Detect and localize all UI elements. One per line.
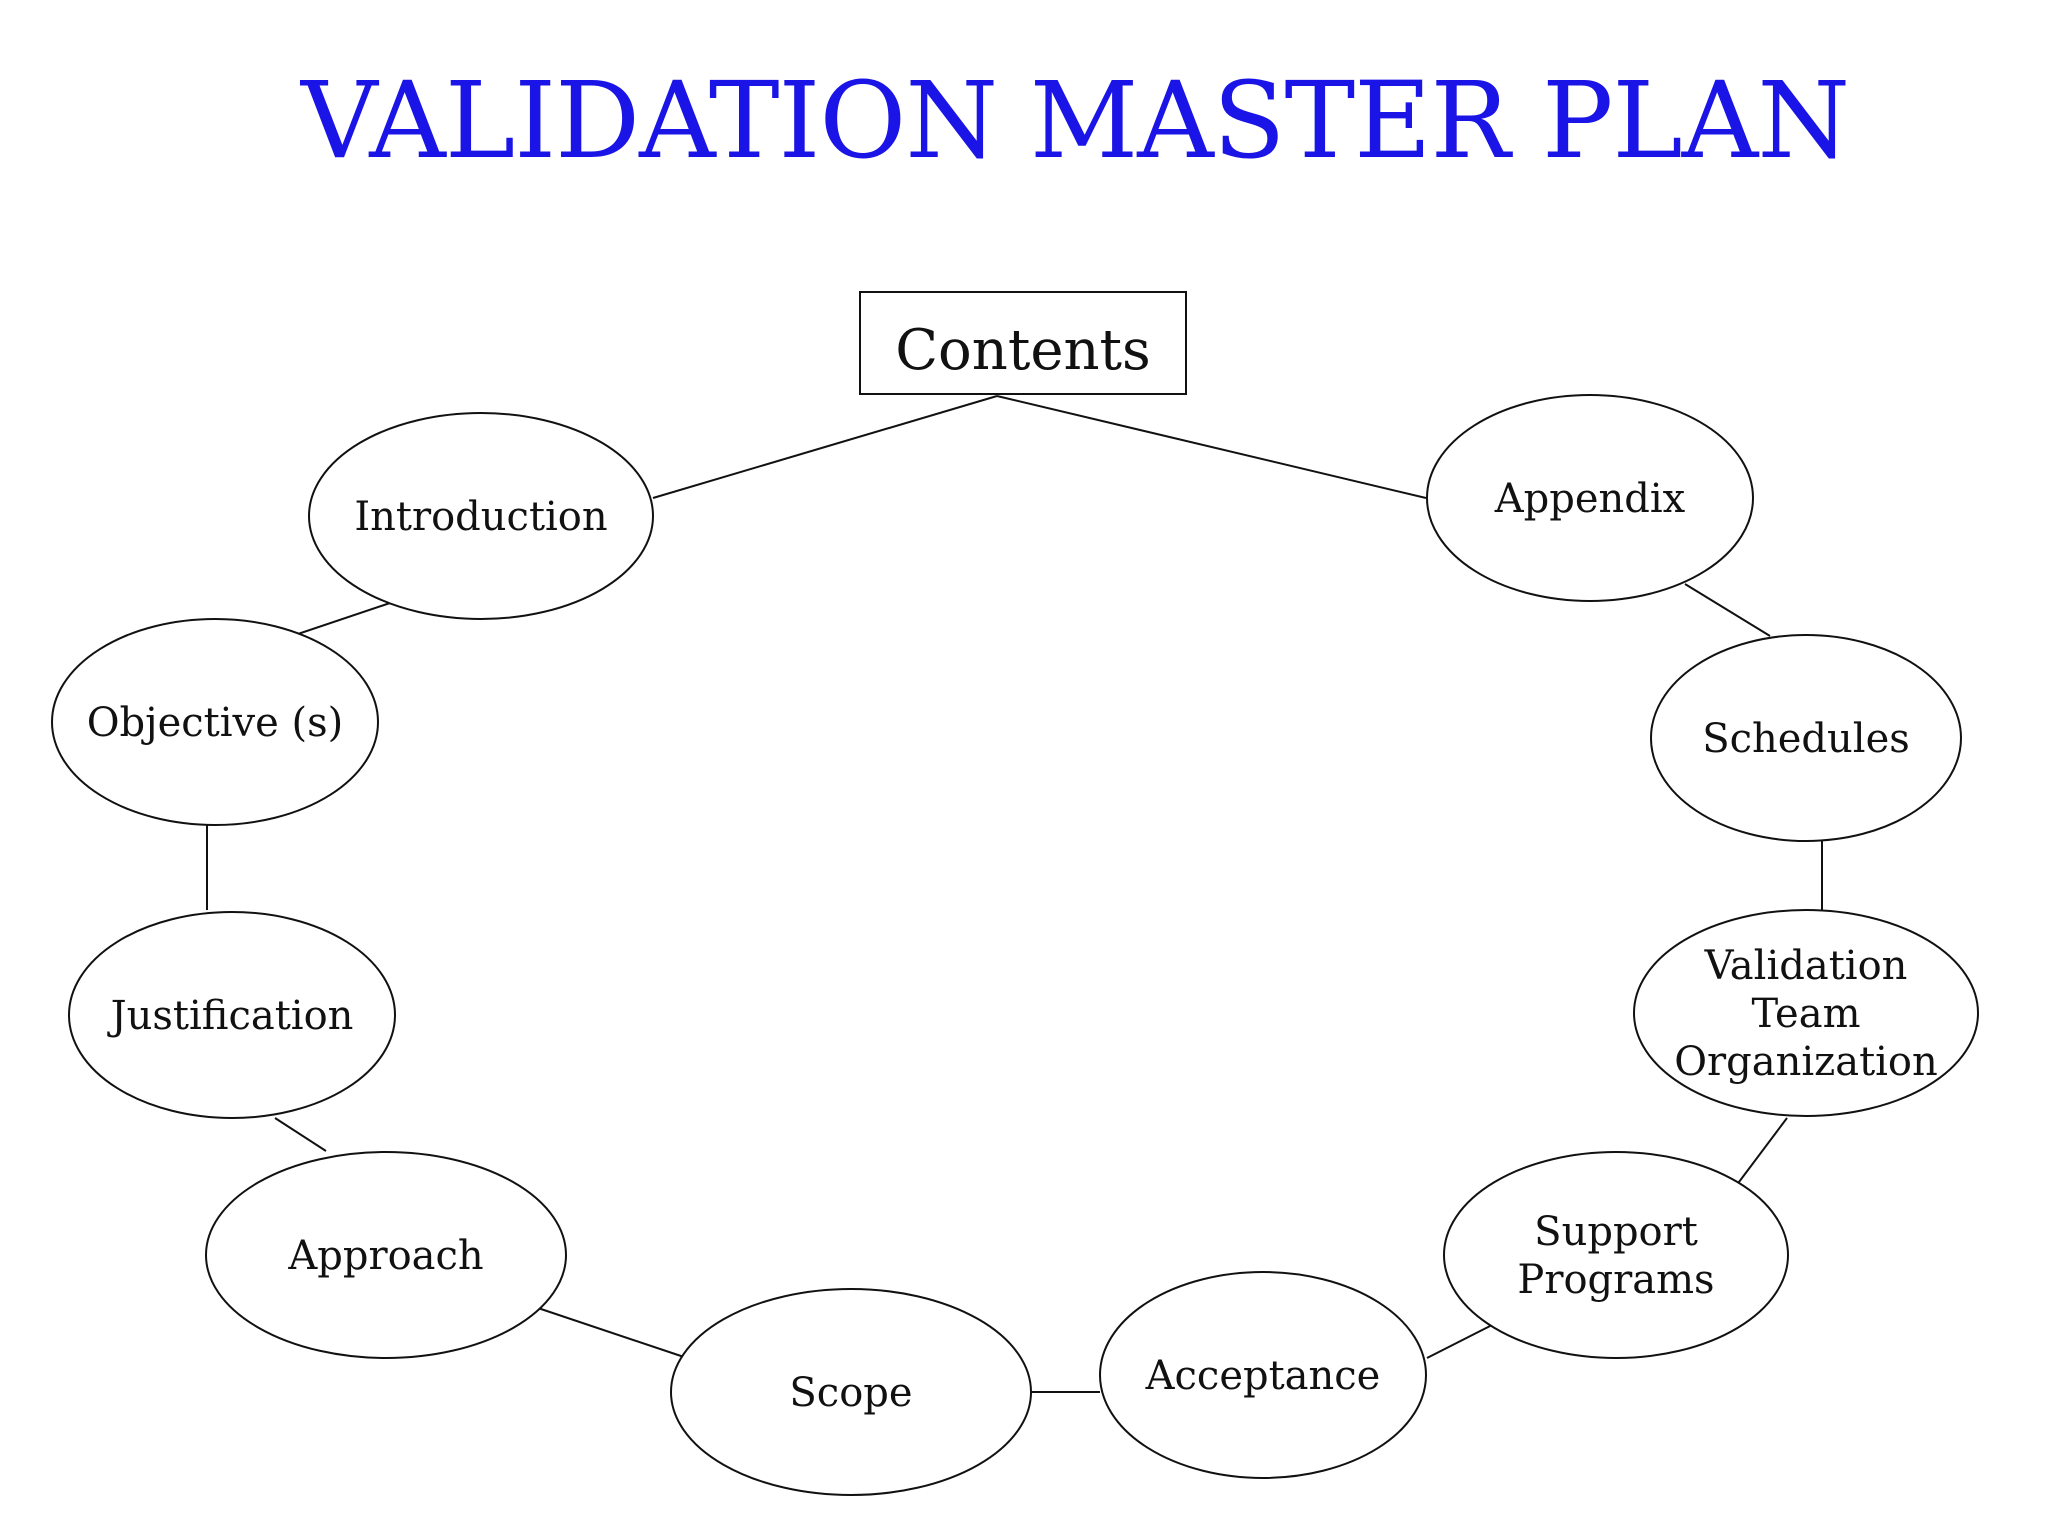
node-ellipse — [51, 618, 379, 826]
connector-support-programs-validation-team-organization — [1735, 1117, 1788, 1187]
connector-lines — [206, 395, 1823, 1393]
node-label: Appendix — [1494, 476, 1686, 522]
node-label: Scope — [789, 1370, 912, 1416]
node-label: Validation — [1704, 943, 1908, 989]
node-ellipse — [308, 412, 654, 620]
node-acceptance: Acceptance — [1099, 1271, 1427, 1479]
node-ellipse — [1650, 634, 1962, 842]
node-approach: Approach — [205, 1151, 567, 1359]
node-ellipse — [205, 1151, 567, 1359]
node-justification: Justification — [68, 911, 396, 1119]
contents-label: Contents — [895, 318, 1151, 383]
connector-acceptance-support-programs — [1426, 1322, 1497, 1359]
node-appendix: Appendix — [1426, 394, 1754, 602]
node-scope: Scope — [670, 1288, 1032, 1496]
connector-schedules-appendix — [1684, 583, 1771, 637]
node-label: Organization — [1674, 1039, 1938, 1085]
contents-box: Contents — [859, 291, 1187, 395]
node-introduction: Introduction — [308, 412, 654, 620]
node-label: Acceptance — [1145, 1353, 1381, 1399]
node-label: Schedules — [1702, 716, 1910, 762]
node-label: Justification — [107, 993, 354, 1039]
connector-approach-scope — [531, 1305, 688, 1359]
node-ellipse — [1633, 909, 1979, 1117]
node-ellipse — [1099, 1271, 1427, 1479]
node-ellipse — [68, 911, 396, 1119]
node-schedules: Schedules — [1650, 634, 1962, 842]
node-label: Programs — [1517, 1257, 1714, 1303]
node-label: Team — [1751, 991, 1860, 1037]
node-objectives: Objective (s) — [51, 618, 379, 826]
page-title: VALIDATION MASTER PLAN — [300, 59, 1850, 182]
connector-root-introduction — [652, 395, 998, 499]
node-ellipse — [1443, 1151, 1789, 1359]
node-label: Introduction — [354, 494, 607, 540]
connector-introduction-objectives — [291, 601, 394, 637]
node-ellipse — [670, 1288, 1032, 1496]
connector-justification-approach — [274, 1117, 327, 1152]
node-label: Approach — [287, 1233, 483, 1279]
node-ellipse — [1426, 394, 1754, 602]
connector-appendix-root — [996, 395, 1427, 499]
node-label: Objective (s) — [87, 700, 343, 746]
node-label: Support — [1534, 1209, 1698, 1255]
